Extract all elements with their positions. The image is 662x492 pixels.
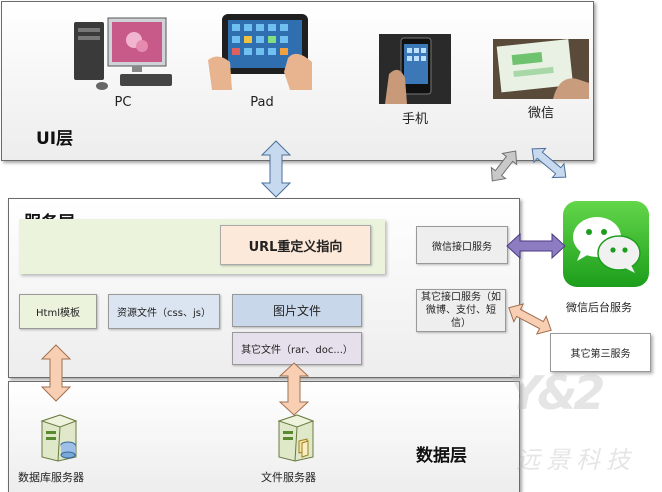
wechat-phone-icon [493, 39, 589, 99]
device-label-pc: PC [114, 95, 132, 110]
wechat-api-box: 微信接口服务 [416, 226, 508, 264]
mobile-phone-icon [379, 34, 451, 104]
device-label-pad: Pad [250, 95, 274, 110]
html-template-box: Html模板 [19, 294, 97, 329]
wechat-logo-icon [563, 201, 649, 287]
ui-layer-title: UI层 [36, 129, 74, 149]
device-label-mobile: 手机 [401, 112, 428, 127]
db-service-arrow [40, 344, 72, 402]
data-layer-title: 数据层 [416, 446, 467, 466]
desktop-computer-icon [74, 17, 172, 90]
image-files-box: 图片文件 [232, 294, 362, 327]
wechat-ui-arrow-left [490, 150, 518, 182]
wechat-api-arrow [506, 233, 566, 259]
resource-files-box: 资源文件（css、js） [108, 294, 220, 329]
other-api-box: 其它接口服务（如微博、支付、短信） [416, 289, 506, 332]
file-server-icon [277, 414, 315, 462]
ui-service-arrow [260, 140, 292, 198]
file-service-arrow [278, 362, 310, 416]
wechat-ui-arrow-right [531, 147, 567, 179]
watermark-company: 远景科技 [516, 446, 636, 474]
database-server-icon [40, 414, 78, 462]
third-party-service-box: 其它第三服务 [550, 333, 651, 372]
wechat-backend-label: 微信后台服务 [566, 301, 632, 314]
data-layer [8, 381, 520, 492]
file-server-label: 文件服务器 [261, 471, 316, 484]
watermark-logo: Y&2 [508, 366, 605, 420]
db-server-label: 数据库服务器 [18, 471, 84, 484]
url-redirect-box: URL重定义指向 [220, 225, 371, 265]
other-files-box: 其它文件（rar、doc...） [232, 332, 362, 365]
device-label-wechat: 微信 [527, 106, 554, 121]
other-api-arrow [508, 303, 552, 335]
tablet-icon [208, 14, 312, 90]
